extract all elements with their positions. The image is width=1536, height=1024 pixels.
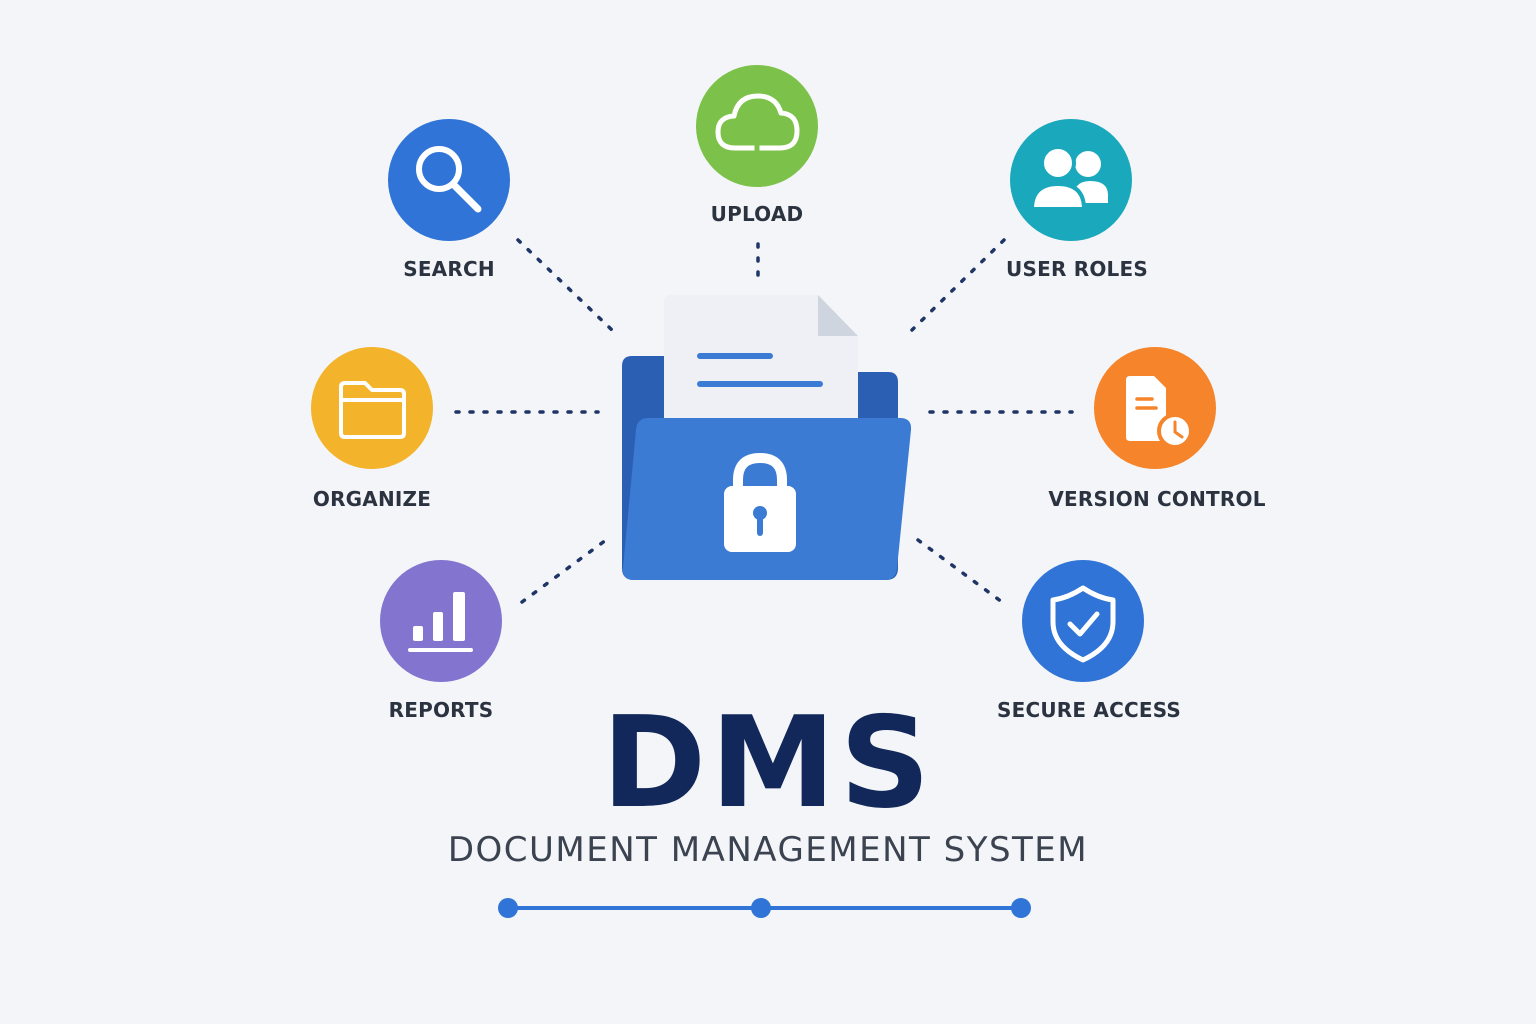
- feature-version-control: [1094, 347, 1216, 469]
- feature-search: [388, 119, 510, 241]
- label-reports: REPORTS: [388, 698, 494, 722]
- label-upload: UPLOAD: [710, 202, 804, 226]
- search-icon: [416, 146, 482, 213]
- connector-user-roles: [910, 238, 1006, 332]
- accent-dot: [1011, 898, 1031, 918]
- users-icon: [1029, 145, 1108, 211]
- locked-folder-icon: [622, 295, 912, 580]
- connector-secure-access: [916, 538, 1004, 604]
- padlock-icon: [724, 452, 796, 552]
- connectors: [454, 238, 1074, 604]
- feature-organize: [311, 347, 433, 469]
- feature-secure-access: [1022, 560, 1144, 682]
- feature-user-roles: [1010, 119, 1132, 241]
- label-version-control: VERSION CONTROL: [1048, 487, 1266, 511]
- folder-icon: [339, 381, 406, 439]
- diagram-subtitle: DOCUMENT MANAGEMENT SYSTEM: [447, 830, 1089, 870]
- shield-check-icon: [1050, 585, 1116, 663]
- label-secure-access: SECURE ACCESS: [996, 698, 1182, 722]
- document-clock-icon: [1126, 376, 1193, 449]
- accent-timeline: [498, 898, 1031, 918]
- accent-dot: [751, 898, 771, 918]
- diagram-title: DMS: [601, 689, 935, 836]
- connector-reports: [520, 538, 608, 604]
- feature-upload: [696, 65, 818, 187]
- label-user-roles: USER ROLES: [1006, 257, 1148, 281]
- bar-chart-icon: [408, 592, 473, 652]
- cloud-upload-icon: [715, 93, 800, 161]
- label-search: SEARCH: [403, 257, 495, 281]
- connector-search: [516, 238, 614, 332]
- feature-reports: [380, 560, 502, 682]
- accent-dot: [498, 898, 518, 918]
- label-organize: ORGANIZE: [312, 487, 432, 511]
